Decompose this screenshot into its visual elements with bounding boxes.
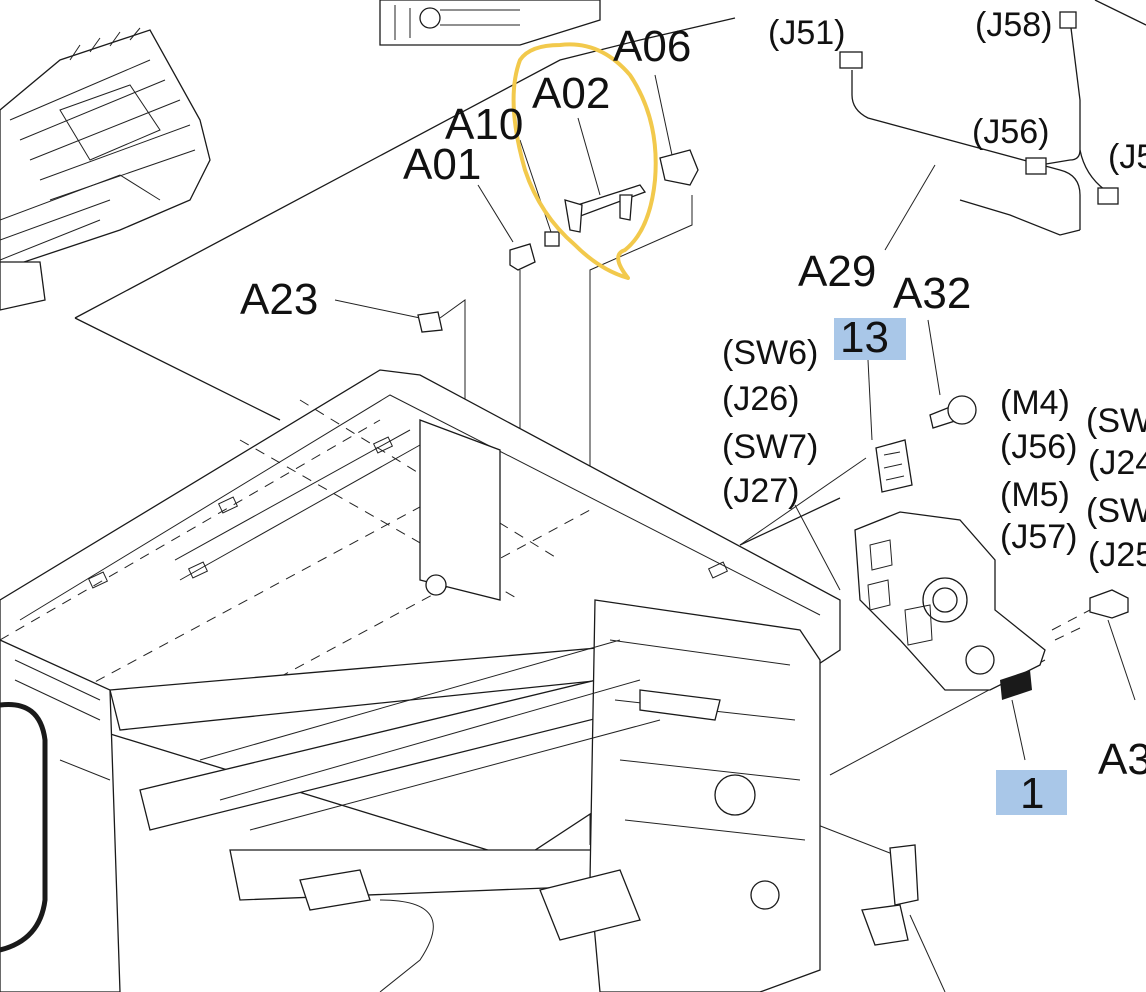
label-j25-partial: (J25 xyxy=(1088,536,1146,574)
label-m5: (M5) xyxy=(1000,476,1070,514)
label-j58: (J58) xyxy=(975,6,1053,44)
label-sw6: (SW6) xyxy=(722,334,819,372)
top-middle-part xyxy=(379,0,601,46)
label-j26: (J26) xyxy=(722,380,800,418)
label-a10: A10 xyxy=(445,100,524,149)
label-j57: (J57) xyxy=(1000,518,1078,556)
callout-1: 1 xyxy=(1020,769,1045,818)
callout-13-highlight xyxy=(834,318,906,360)
label-j56-top: (J56) xyxy=(972,113,1050,151)
label-sw-partial-2: (SW xyxy=(1086,492,1146,530)
wire-harness xyxy=(839,0,1146,236)
top-left-assembly xyxy=(0,27,211,311)
guide-frame xyxy=(74,17,841,546)
label-j5-partial: (J5 xyxy=(1108,138,1146,176)
label-a02: A02 xyxy=(532,69,611,118)
sensor-13-part xyxy=(875,395,977,493)
annotation-circle xyxy=(511,42,658,280)
label-a01: A01 xyxy=(403,140,482,189)
callout-13: 13 xyxy=(840,313,889,362)
main-chassis xyxy=(0,369,919,992)
label-sw7: (SW7) xyxy=(722,428,819,466)
label-sw-partial-1: (SW xyxy=(1086,402,1146,440)
label-j56: (J56) xyxy=(1000,428,1078,466)
label-j27: (J27) xyxy=(722,472,800,510)
feed-sensor-parts xyxy=(417,149,699,333)
label-j51: (J51) xyxy=(768,14,846,52)
drive-assembly xyxy=(854,511,1129,700)
label-a3-partial: A3 xyxy=(1098,735,1146,784)
label-a06: A06 xyxy=(613,22,692,71)
label-a23: A23 xyxy=(240,275,319,324)
label-a32: A32 xyxy=(893,269,972,318)
label-j24-partial: (J24 xyxy=(1088,444,1146,482)
label-m4: (M4) xyxy=(1000,384,1070,422)
callout-1-highlight xyxy=(996,770,1067,815)
label-a29: A29 xyxy=(798,247,877,296)
